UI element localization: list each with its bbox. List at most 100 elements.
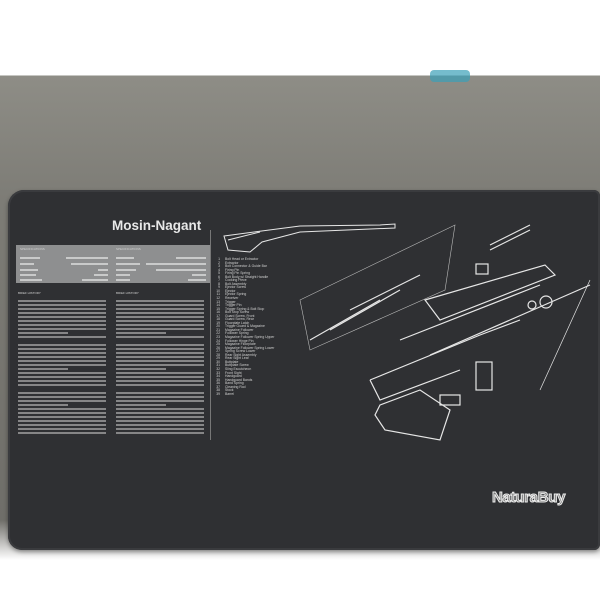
part-number: 12 bbox=[216, 296, 220, 301]
part-name: Bolt Stop Screw bbox=[225, 310, 250, 315]
part-name: Handguard Bands bbox=[225, 377, 253, 382]
part-number: 8 bbox=[218, 281, 220, 286]
part-name: Magazine Follower bbox=[225, 327, 254, 332]
part-list-item: 17 Guard Screw, Front bbox=[214, 313, 294, 319]
part-name: Floorplate Latch bbox=[225, 320, 250, 325]
part-name: Ejector Spring bbox=[225, 292, 247, 297]
part-list-item: 16 Bolt Stop Screw bbox=[214, 311, 294, 315]
part-number: 14 bbox=[216, 303, 220, 308]
part-name: Follower Spring bbox=[225, 331, 249, 336]
part-name: Trigger Pin bbox=[225, 303, 242, 308]
part-list-item: 15 Trigger Spring & Bolt Stop bbox=[214, 306, 294, 312]
part-list-item: 14 Trigger Pin bbox=[214, 304, 294, 308]
part-list-item: 21 Magazine Follower bbox=[214, 327, 294, 333]
part-name: Barrel bbox=[225, 391, 235, 396]
part-name: Bolt Connector & Guide Bar bbox=[225, 264, 267, 269]
divider bbox=[210, 230, 211, 440]
part-name: Guard Screw, Rear bbox=[225, 317, 254, 322]
part-name: Handguard bbox=[225, 374, 242, 379]
part-number: 10 bbox=[216, 288, 220, 293]
part-name: Trigger bbox=[225, 299, 236, 304]
part-name: Receiver bbox=[225, 296, 239, 301]
part-name: Follower Hinge Pin bbox=[225, 338, 254, 343]
part-name: Spring Screw Lower bbox=[225, 349, 256, 354]
part-name: Ejector Screw bbox=[225, 285, 246, 290]
part-number: 34 bbox=[216, 374, 220, 379]
part-name: Bolt Body w/ Straight Handle bbox=[225, 274, 269, 279]
part-name: Buttplate Screw bbox=[225, 363, 249, 368]
part-number: 29 bbox=[216, 356, 220, 361]
part-number: 27 bbox=[216, 349, 220, 354]
part-number: 36 bbox=[216, 381, 220, 386]
part-list-item: 36 Band Spring bbox=[214, 382, 294, 386]
part-number: 20 bbox=[216, 324, 220, 329]
part-number: 31 bbox=[216, 363, 220, 368]
part-number: 32 bbox=[216, 366, 220, 371]
part-name: Cocking Piece bbox=[225, 278, 247, 283]
part-number: 19 bbox=[216, 320, 220, 325]
part-list-item: 31 Buttplate Screw bbox=[214, 364, 294, 368]
part-number: 1 bbox=[218, 257, 220, 261]
part-name: Guard Screw, Front bbox=[225, 313, 255, 318]
part-number: 24 bbox=[216, 338, 220, 343]
part-number: 11 bbox=[216, 292, 220, 297]
mat-title: Mosin-Nagant bbox=[112, 218, 202, 233]
part-list-item: 24 Follower Hinge Pin bbox=[214, 338, 294, 344]
part-list-item: 28 Rear Sight Assembly bbox=[214, 352, 294, 358]
background-object bbox=[430, 70, 470, 82]
part-number: 38 bbox=[216, 388, 220, 393]
part-list-item: 8 Bolt Assembly bbox=[214, 281, 294, 287]
part-number: 28 bbox=[216, 352, 220, 357]
part-name: Trigger Guard & Magazine bbox=[225, 324, 265, 329]
part-name: Firing Pin Spring bbox=[225, 271, 251, 276]
part-number: 13 bbox=[216, 299, 220, 304]
part-number: 2 bbox=[218, 260, 220, 265]
parts-drawings bbox=[309, 224, 591, 441]
part-name: Magazine Follower Spring Upper bbox=[225, 335, 275, 340]
part-name: Stock bbox=[225, 388, 234, 393]
spec-header: SPECIFICATIONS bbox=[20, 247, 45, 251]
part-number: 15 bbox=[216, 306, 220, 311]
part-name: Rear Sight Assembly bbox=[225, 352, 257, 357]
part-number: 25 bbox=[216, 342, 220, 347]
part-number: 18 bbox=[216, 317, 220, 322]
watermark-logo: NaturaBuy bbox=[491, 489, 566, 507]
part-number: 3 bbox=[218, 264, 220, 269]
part-number: 16 bbox=[216, 310, 220, 315]
part-number: 23 bbox=[216, 335, 220, 340]
history-header: BRIEF HISTORY bbox=[116, 291, 139, 295]
part-list-item: 1 Bolt Head or Extractor bbox=[214, 257, 294, 262]
rifle-illustration bbox=[223, 223, 396, 253]
part-number: 5 bbox=[218, 271, 220, 276]
part-name: Magazine Floorplate bbox=[225, 342, 256, 347]
part-name: Cleaning Rod bbox=[225, 384, 246, 389]
part-number: 21 bbox=[216, 327, 220, 332]
part-list-item: 2 Extractor bbox=[214, 260, 294, 266]
part-name: Extractor bbox=[225, 260, 239, 265]
part-name: Trigger Spring & Bolt Stop bbox=[225, 306, 265, 311]
parts-list: 1 Bolt Head or Extractor 2 Extractor 3 Bolt C… bbox=[214, 257, 294, 396]
part-number: 17 bbox=[216, 313, 220, 318]
part-list-item: 27 Spring Screw Lower bbox=[214, 350, 294, 354]
part-list-item: 18 Guard Screw, Rear bbox=[214, 318, 294, 322]
part-name: Band Spring bbox=[225, 381, 244, 386]
part-name: Firing Pin bbox=[225, 267, 240, 272]
part-number: 26 bbox=[216, 345, 220, 350]
part-name: Bolt Head or Extractor bbox=[225, 257, 259, 261]
part-list-item: 25 Magazine Floorplate bbox=[214, 343, 294, 347]
part-name: Bolt Assembly bbox=[225, 281, 247, 286]
part-name: Front Sight bbox=[225, 370, 242, 375]
